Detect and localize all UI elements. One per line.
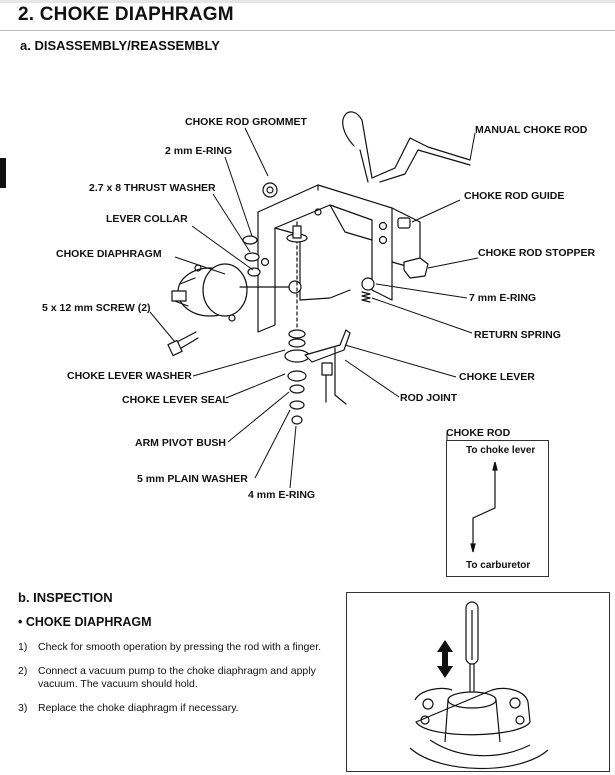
page-edge-marker (0, 158, 6, 188)
label-arm-pivot-bush: ARM PIVOT BUSH (135, 437, 227, 449)
label-4mm-e-ring: 4 mm E-RING (248, 489, 316, 501)
inspection-subheading: • CHOKE DIAPHRAGM (18, 615, 152, 629)
inspection-steps: 1) Check for smooth operation by pressin… (18, 641, 328, 726)
label-thrust-washer: 2.7 x 8 THRUST WASHER (89, 182, 216, 194)
step-number: 2) (18, 665, 28, 677)
step-text: Replace the choke diaphragm if necessary… (38, 702, 239, 714)
label-manual-choke-rod: MANUAL CHOKE ROD (475, 124, 588, 136)
label-choke-rod: CHOKE ROD (446, 427, 511, 439)
label-lever-collar: LEVER COLLAR (106, 213, 188, 225)
step-number: 3) (18, 702, 28, 714)
label-choke-rod-stopper: CHOKE ROD STOPPER (478, 247, 596, 259)
inset-to-choke-lever: To choke lever (466, 445, 536, 456)
choke-rod-inset (446, 440, 549, 577)
section-title: 2. CHOKE DIAPHRAGM (18, 4, 234, 25)
step-number: 1) (18, 641, 28, 653)
inspection-figure-frame (346, 592, 610, 772)
label-choke-lever-washer: CHOKE LEVER WASHER (67, 370, 192, 382)
label-screw: 5 x 12 mm SCREW (2) (42, 302, 151, 314)
label-7mm-e-ring: 7 mm E-RING (469, 292, 537, 304)
label-choke-rod-guide: CHOKE ROD GUIDE (464, 190, 565, 202)
step-text: Check for smooth operation by pressing t… (38, 641, 322, 653)
label-choke-rod-grommet: CHOKE ROD GROMMET (185, 116, 307, 128)
subsection-heading: a. DISASSEMBLY/REASSEMBLY (20, 38, 220, 53)
label-choke-diaphragm: CHOKE DIAPHRAGM (56, 248, 162, 260)
inspection-heading: b. INSPECTION (18, 590, 113, 605)
step-text: Connect a vacuum pump to the choke diaph… (38, 665, 316, 690)
list-item: 1) Check for smooth operation by pressin… (18, 641, 328, 654)
label-return-spring: RETURN SPRING (474, 329, 561, 341)
label-choke-lever: CHOKE LEVER (459, 371, 535, 383)
label-5mm-plain-washer: 5 mm PLAIN WASHER (137, 473, 248, 485)
top-strip (0, 0, 615, 3)
list-item: 3) Replace the choke diaphragm if necess… (18, 702, 328, 715)
inset-to-carburetor: To carburetor (466, 560, 531, 571)
label-choke-lever-seal: CHOKE LEVER SEAL (122, 394, 229, 406)
label-rod-joint: ROD JOINT (400, 392, 458, 404)
label-2mm-e-ring: 2 mm E-RING (165, 145, 233, 157)
title-rule (0, 30, 615, 31)
list-item: 2) Connect a vacuum pump to the choke di… (18, 665, 328, 691)
